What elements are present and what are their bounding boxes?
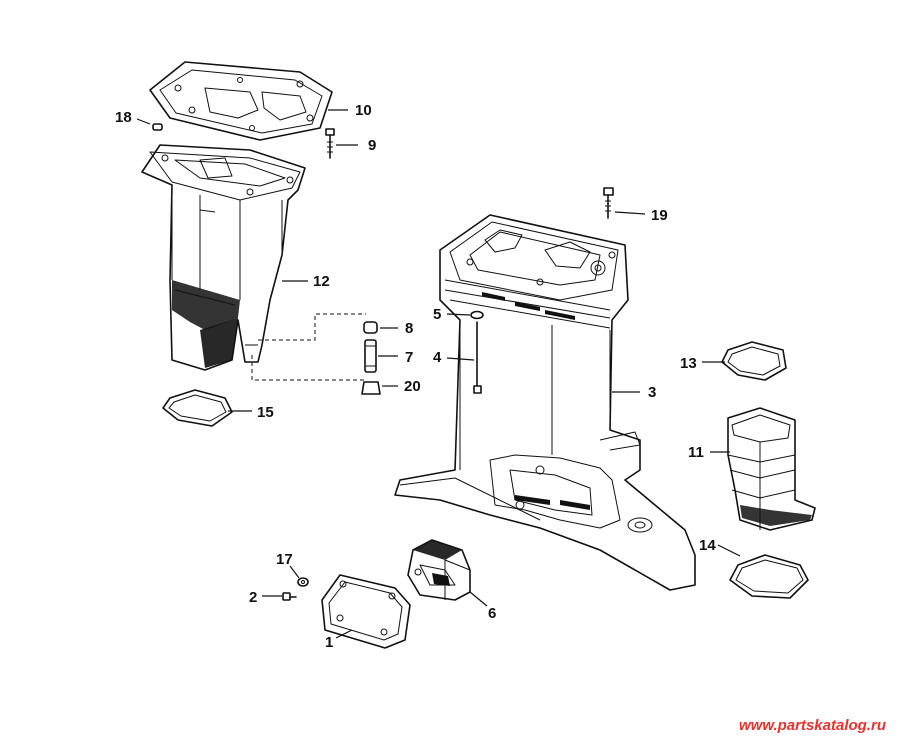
- label-17: 17: [276, 551, 293, 568]
- part-20-seal: [361, 381, 381, 395]
- part-1-cover-plate: [321, 574, 411, 649]
- label-5: 5: [433, 306, 441, 323]
- part-7-water-tube: [364, 339, 377, 373]
- part-4-stud: [473, 321, 482, 394]
- label-3: 3: [648, 384, 656, 401]
- label-2: 2: [249, 589, 257, 606]
- part-11-exhaust-seal: [727, 407, 816, 531]
- part-5-washer: [470, 310, 484, 320]
- part-13-seal: [721, 341, 787, 381]
- leader-lines: [136, 109, 741, 639]
- label-9: 9: [368, 137, 376, 154]
- part-2-screw: [282, 592, 297, 601]
- label-7: 7: [405, 349, 413, 366]
- part-17-washer: [297, 577, 309, 587]
- label-20: 20: [404, 378, 421, 395]
- label-11: 11: [688, 444, 704, 461]
- watermark-text: www.partskatalog.ru: [739, 717, 886, 734]
- label-15: 15: [257, 404, 274, 421]
- part-10-gasket: [149, 61, 333, 141]
- alignment-line: [251, 313, 366, 381]
- label-18: 18: [115, 109, 132, 126]
- label-13: 13: [680, 355, 697, 372]
- part-9-screw: [325, 128, 335, 159]
- label-1: 1: [325, 634, 333, 651]
- label-8: 8: [405, 320, 413, 337]
- part-12-exhaust-housing: [141, 144, 306, 371]
- part-3-main-housing: [394, 214, 696, 591]
- label-4: 4: [433, 349, 442, 366]
- part-15-seal-ring: [162, 389, 233, 427]
- part-6-damper-block: [407, 539, 471, 601]
- part-8-grommet: [363, 321, 378, 334]
- label-10: 10: [355, 102, 372, 119]
- part-14-seal: [729, 554, 809, 599]
- part-19-screw: [603, 187, 614, 219]
- label-12: 12: [313, 273, 330, 290]
- part-18-dowel-pin: [152, 123, 163, 131]
- label-19: 19: [651, 207, 668, 224]
- part-labels: 18 10 9 12 8 7 20 15 19 5 4 3 13 11 14 1…: [115, 102, 716, 651]
- label-14: 14: [699, 537, 716, 554]
- label-6: 6: [488, 605, 496, 622]
